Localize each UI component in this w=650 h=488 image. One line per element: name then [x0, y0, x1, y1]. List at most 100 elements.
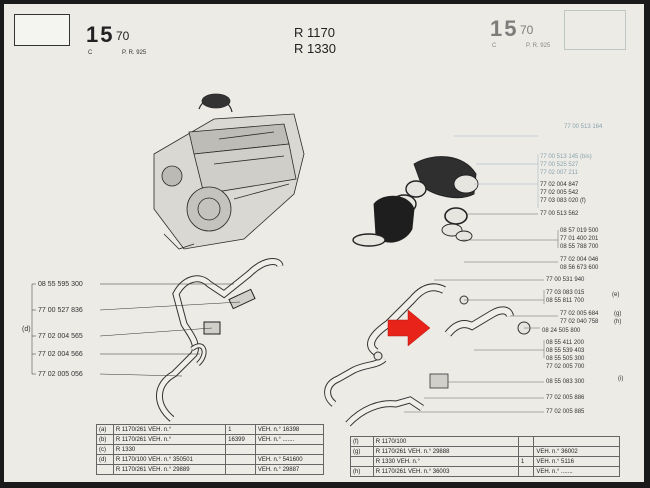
- table-row: (c)R 1330: [96, 444, 325, 455]
- row-to: VEH. n.° 36002: [533, 446, 620, 457]
- left-part-number: 77 02 004 566: [38, 351, 83, 358]
- row-text: R 1170/100 VEH. n.° 350501: [112, 454, 227, 465]
- right-part-number: 77 02 005 542: [540, 190, 579, 196]
- section-ref: P. R. 925: [122, 50, 147, 56]
- air-intake-assembly: [352, 156, 479, 247]
- hose-thumbnail-right-icon: [564, 10, 626, 50]
- row-tag: (f): [350, 436, 374, 447]
- right-part-number: 77 00 531 940: [546, 277, 585, 283]
- row-from: 1: [517, 456, 535, 467]
- row-text: R 1170/261 VEH. n.° 29889: [112, 464, 227, 475]
- section-letter-right: C: [492, 43, 497, 49]
- section-letter: C: [88, 50, 93, 56]
- exploded-diagram: [31, 93, 559, 427]
- right-part-number: 77 00 513 164: [564, 124, 603, 130]
- right-part-number: 77 02 005 684: [560, 311, 599, 317]
- row-text: R 1170/261 VEH. n.°: [112, 434, 227, 445]
- right-part-number: 77 03 083 020 (f): [540, 198, 586, 204]
- right-part-number: 77 02 007 211: [540, 170, 578, 176]
- row-from: [517, 466, 535, 477]
- row-tag: [96, 464, 114, 475]
- right-part-number: 08 55 811 700: [546, 298, 584, 304]
- right-part-number: 08 55 539 403: [546, 348, 585, 354]
- right-part-number: 77 02 004 046: [560, 257, 599, 263]
- row-tag: (d): [96, 454, 114, 465]
- right-hose-assembly: [324, 283, 531, 427]
- catalog-page: 15 70 C P. R. 925 R 1170 R 1330 15 70 C …: [4, 4, 644, 482]
- tag-e: (e): [612, 292, 620, 298]
- right-part-number: 77 02 005 885: [546, 409, 585, 415]
- right-part-number: 08 55 788 700: [560, 244, 599, 250]
- right-part-number: 08 55 083 300: [546, 379, 585, 385]
- hose-thumbnail-icon: [14, 14, 70, 46]
- left-part-number: 77 02 005 056: [38, 371, 83, 378]
- right-part-number: 77 00 513 145 (bis): [540, 154, 592, 160]
- row-to: VEH. n.° .......: [254, 434, 325, 445]
- left-part-number: 77 00 527 836: [38, 307, 83, 314]
- row-tag: (a): [96, 424, 114, 435]
- tag-h: (h): [614, 319, 622, 325]
- left-hose-assembly: [156, 258, 284, 422]
- engine-illustration: [153, 93, 305, 250]
- row-tag: (c): [96, 444, 114, 455]
- row-text: R 1330: [112, 444, 227, 455]
- row-tag: [350, 456, 374, 467]
- row-tag: (b): [96, 434, 114, 445]
- left-part-number: 08 55 595 300: [38, 281, 83, 288]
- row-to: VEH. n.° 16398: [254, 424, 325, 435]
- tag-i: (i): [618, 376, 624, 382]
- right-part-number: 08 57 019 500: [560, 228, 599, 234]
- right-part-number: 08 55 411 200: [546, 340, 584, 346]
- model-r1170: R 1170: [294, 25, 335, 40]
- row-text: R 1170/261 VEH. n.°: [112, 424, 227, 435]
- right-part-number: 77 00 525 527: [540, 162, 579, 168]
- right-part-number: 08 55 505 300: [546, 356, 585, 362]
- vehicle-range-table-right: (f)R 1170/100 (g)R 1170/261 VEH. n.° 298…: [350, 436, 620, 477]
- right-part-number: 77 02 005 700: [546, 364, 585, 370]
- section-code: 15: [86, 22, 115, 47]
- right-part-number: 77 02 005 886: [546, 395, 585, 401]
- section-code-right: 15: [490, 16, 519, 41]
- row-to: [533, 436, 620, 447]
- row-from: [517, 436, 535, 447]
- left-section-tag: (d): [22, 326, 31, 333]
- table-row: R 1170/261 VEH. n.° 29889 VEH. n.° 29887: [96, 464, 325, 475]
- right-part-number: 77 02 040 758: [560, 319, 599, 325]
- right-part-number: 08 56 673 600: [560, 265, 599, 271]
- right-part-number: 77 03 083 015: [546, 290, 585, 296]
- row-to: VEH. n.° 541600: [254, 454, 325, 465]
- left-leader-lines: [31, 283, 241, 377]
- table-row: (d)R 1170/100 VEH. n.° 350501 VEH. n.° 54…: [96, 454, 325, 465]
- row-tag: (h): [350, 466, 374, 477]
- section-ref-right: P. R. 925: [526, 43, 551, 49]
- row-to: VEH. n.° .......: [533, 466, 620, 477]
- row-text: R 1170/100: [372, 436, 519, 447]
- right-part-number: 77 00 513 562: [540, 211, 579, 217]
- row-from: [225, 444, 256, 455]
- section-subcode-right: 70: [520, 23, 534, 37]
- right-part-number: 08 24 505 800: [542, 328, 581, 334]
- row-to: VEH. n.° 29887: [254, 464, 325, 475]
- right-part-number: 77 01 400 201: [560, 236, 599, 242]
- row-from: [225, 454, 256, 465]
- row-to: VEH. n.° 5116: [533, 456, 620, 467]
- left-part-number: 77 02 004 565: [38, 333, 83, 340]
- row-text: R 1330 VEH. n.°: [372, 456, 519, 467]
- right-part-number: 77 02 004 847: [540, 182, 579, 188]
- row-from: 16399: [225, 434, 256, 445]
- row-tag: (g): [350, 446, 374, 457]
- model-r1330: R 1330: [294, 41, 336, 56]
- table-row: (h)R 1170/261 VEH. n.° 36003 VEH. n.° ...…: [350, 466, 620, 477]
- row-text: R 1170/261 VEH. n.° 36003: [372, 466, 519, 477]
- section-subcode: 70: [116, 29, 130, 43]
- tag-g: (g): [614, 311, 622, 317]
- table-row: (f)R 1170/100: [350, 436, 620, 447]
- row-to: [254, 444, 325, 455]
- row-from: 1: [225, 424, 256, 435]
- row-from: [517, 446, 535, 457]
